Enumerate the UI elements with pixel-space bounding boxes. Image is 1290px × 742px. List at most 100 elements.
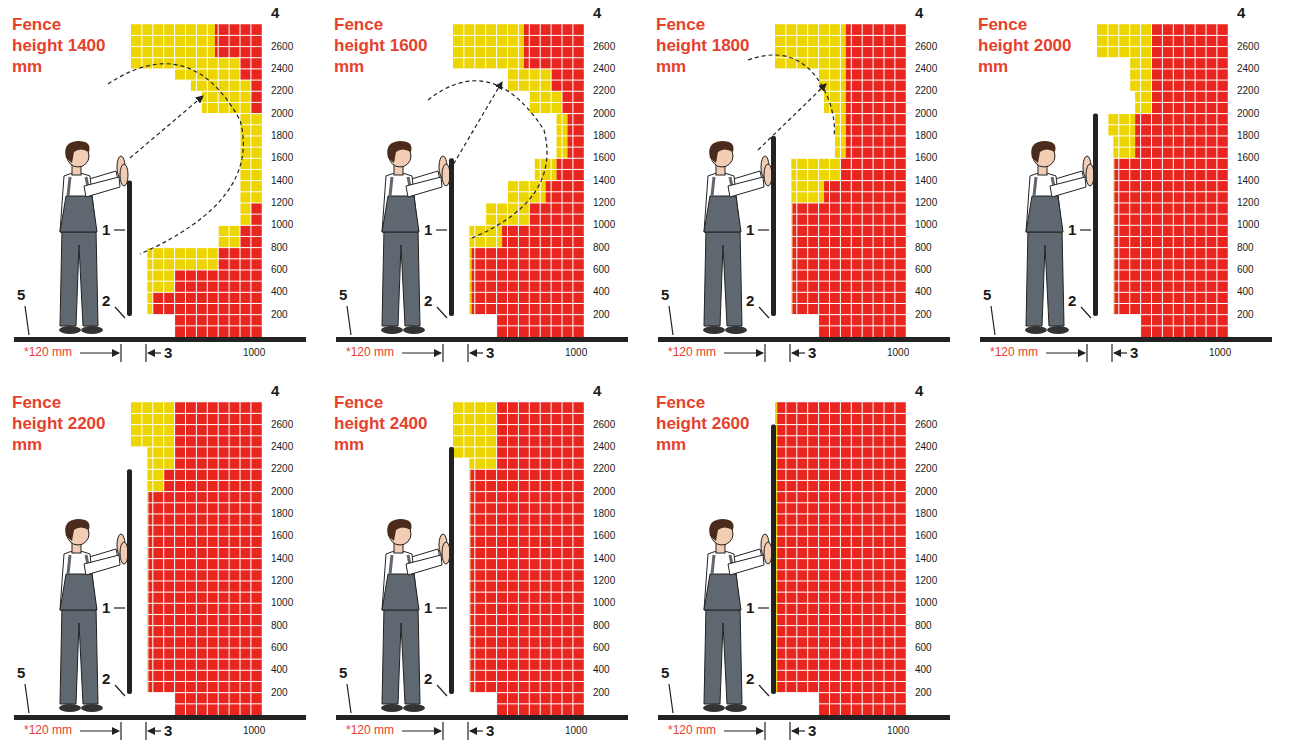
- dimension-arrow: [470, 352, 483, 353]
- axis-value: 200: [593, 686, 610, 699]
- grid-line: [131, 303, 262, 304]
- grid-line: [775, 636, 906, 637]
- dimension-tick: [764, 722, 765, 740]
- fence-panel: Fence height 2600 mm42600240022002000180…: [644, 378, 966, 742]
- grid-line: [775, 314, 906, 315]
- grid-line: [453, 113, 584, 114]
- grid-line: [131, 636, 262, 637]
- dimension-label: *120 mm: [346, 345, 394, 360]
- grid-line: [775, 692, 906, 693]
- grid-line: [775, 35, 906, 36]
- grid-line: [775, 513, 906, 514]
- leader-line: [114, 607, 125, 608]
- callout-number: 2: [746, 670, 754, 688]
- axis-value: 1600: [915, 151, 937, 164]
- grid-line: [1097, 158, 1228, 159]
- grid-line: [1097, 202, 1228, 203]
- axis-value: 1200: [271, 574, 293, 587]
- axis-value: 1800: [915, 129, 937, 142]
- grid-line: [453, 135, 584, 136]
- fence-bar: [449, 447, 454, 694]
- grid-line: [1097, 214, 1228, 215]
- grid-line: [775, 135, 906, 136]
- axis-value: 2400: [593, 440, 615, 453]
- leader-line: [436, 229, 447, 230]
- grid-lines: [775, 402, 906, 715]
- callout-number: 5: [17, 664, 25, 682]
- grid-line: [131, 91, 262, 92]
- axis-value: 2200: [593, 462, 615, 475]
- dimension-arrow: [402, 730, 441, 731]
- grid-line: [131, 80, 262, 81]
- danger-zone-red: [215, 24, 262, 58]
- dimension-arrow: [792, 730, 805, 731]
- dimension-label: *120 mm: [990, 345, 1038, 360]
- axis-value: 1000: [887, 724, 909, 737]
- axis-value: 2000: [915, 107, 937, 120]
- grid-line: [1097, 269, 1228, 270]
- grid-line: [131, 169, 262, 170]
- grid-line: [453, 625, 584, 626]
- fence-panel: Fence height 1600 mm42600240022002000180…: [322, 0, 644, 365]
- leader-line: [436, 607, 447, 608]
- grid-line: [1097, 303, 1228, 304]
- grid-line: [131, 580, 262, 581]
- callout-number: 1: [102, 599, 110, 617]
- leader-line: [991, 306, 995, 335]
- leader-line: [759, 307, 769, 318]
- grid-line: [453, 46, 584, 47]
- grid-line: [1097, 169, 1228, 170]
- grid-line: [453, 502, 584, 503]
- grid-line: [775, 191, 906, 192]
- grid-lines: [453, 24, 584, 337]
- axis-value: 1000: [565, 724, 587, 737]
- callout-number: 5: [661, 664, 669, 682]
- axis-value: 1400: [915, 552, 937, 565]
- grid-line: [775, 569, 906, 570]
- grid-line: [775, 325, 906, 326]
- reach-arrow: [130, 96, 203, 158]
- leader-line: [437, 685, 447, 696]
- grid-line: [131, 435, 262, 436]
- grid-line: [453, 513, 584, 514]
- grid-line: [1097, 147, 1228, 148]
- callout-number: 1: [1068, 221, 1076, 239]
- grid-line: [131, 214, 262, 215]
- fence-bar: [127, 181, 132, 316]
- ground-line: [14, 337, 306, 342]
- grid-line: [131, 281, 262, 282]
- reach-zone-yellow: [1097, 24, 1152, 58]
- grid-line: [453, 681, 584, 682]
- axis-value: 1800: [915, 507, 937, 520]
- callout-number: 2: [1068, 292, 1076, 310]
- grid-line: [775, 446, 906, 447]
- axis-value: 1000: [271, 596, 293, 609]
- axis-value: 2000: [593, 485, 615, 498]
- grid-line: [131, 692, 262, 693]
- grid-line: [453, 281, 584, 282]
- callout-number: 4: [915, 4, 923, 22]
- leader-line: [758, 607, 769, 608]
- grid-line: [131, 269, 262, 270]
- dimension-arrow: [80, 730, 119, 731]
- grid-line: [775, 202, 906, 203]
- axis-value: 1000: [593, 218, 615, 231]
- grid-line: [453, 303, 584, 304]
- grid-line: [131, 202, 262, 203]
- axis-value: 200: [915, 686, 932, 699]
- grid-line: [775, 491, 906, 492]
- axis-value: 1600: [271, 529, 293, 542]
- grid-line: [453, 614, 584, 615]
- grid-lines: [131, 24, 262, 337]
- grid-line: [775, 458, 906, 459]
- axis-value: 2600: [271, 40, 293, 53]
- grid-line: [775, 435, 906, 436]
- grid-line: [453, 558, 584, 559]
- grid-line: [453, 491, 584, 492]
- grid-line: [775, 46, 906, 47]
- grid-line: [775, 281, 906, 282]
- grid-line: [453, 603, 584, 604]
- axis-value: 2600: [915, 40, 937, 53]
- reach-arrow: [758, 84, 826, 150]
- axis-value: 1800: [271, 507, 293, 520]
